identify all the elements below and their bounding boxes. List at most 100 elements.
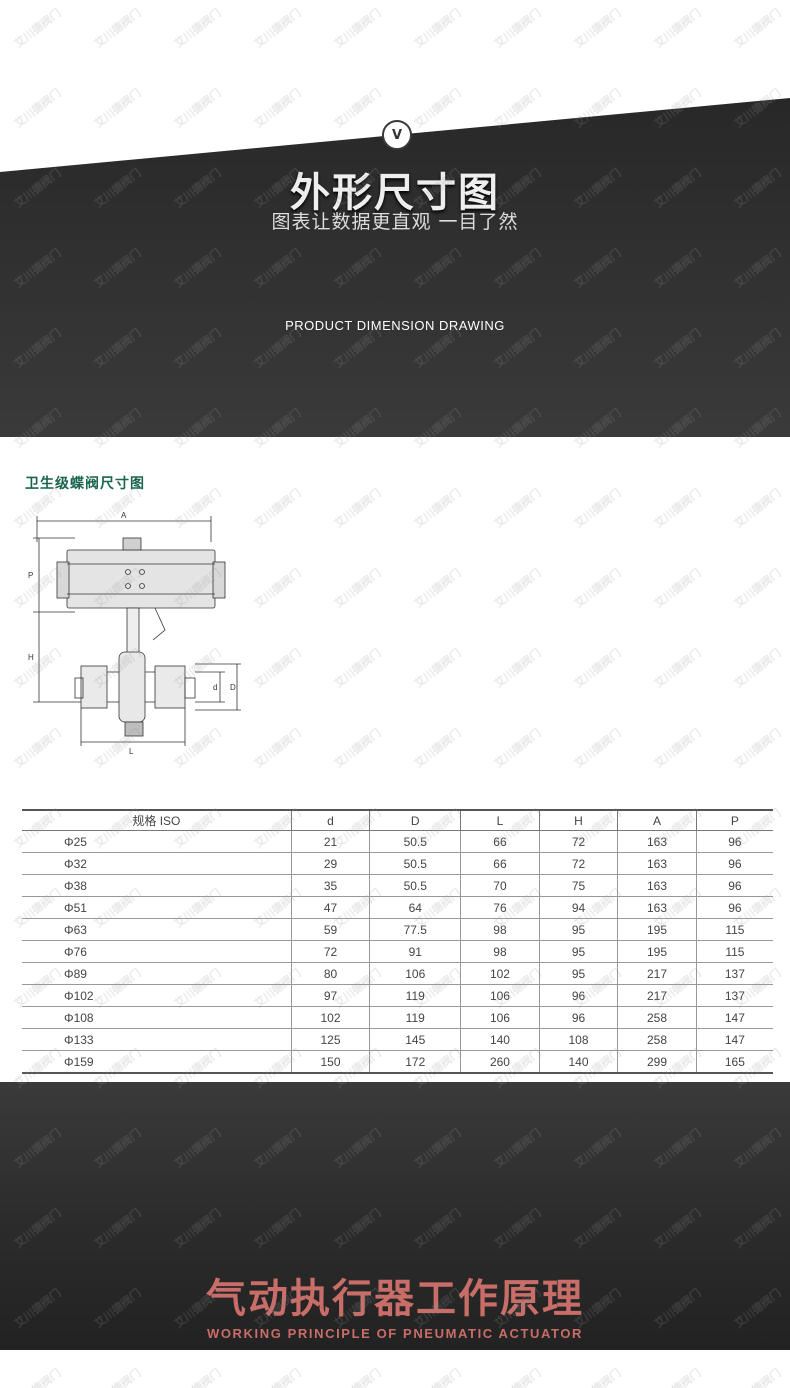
table-cell: 147: [695, 1028, 773, 1051]
actuator-principle-banner: 气动执行器工作原理 WORKING PRINCIPLE OF PNEUMATIC…: [0, 1082, 790, 1350]
table-cell: 108: [538, 1028, 618, 1051]
table-cell: 96: [695, 830, 773, 853]
table-cell: 119: [369, 984, 461, 1007]
table-cell: 95: [538, 940, 618, 963]
table-cell: 72: [538, 852, 618, 875]
table-cell: 102: [460, 962, 540, 985]
table-cell: Φ32: [22, 852, 292, 875]
table-cell: 115: [695, 918, 773, 941]
actuator-principle-title: 气动执行器工作原理: [206, 1276, 584, 1322]
table-cell: 96: [538, 1006, 618, 1029]
table-cell: Φ76: [22, 940, 292, 963]
header-D: D: [369, 809, 461, 831]
header-A: A: [617, 809, 697, 831]
table-cell: 70: [460, 874, 540, 897]
table-cell: 137: [695, 984, 773, 1007]
table-cell: 96: [695, 874, 773, 897]
label-d: d: [213, 683, 217, 692]
table-cell: 137: [695, 962, 773, 985]
table-cell: 94: [538, 896, 618, 919]
table-cell: 21: [290, 830, 370, 853]
actuator-principle-english: WORKING PRINCIPLE OF PNEUMATIC ACTUATOR: [206, 1326, 584, 1341]
table-cell: 195: [617, 918, 697, 941]
table-cell: 140: [460, 1028, 540, 1051]
table-cell: 106: [369, 962, 461, 985]
table-cell: 102: [290, 1006, 370, 1029]
table-cell: 95: [538, 962, 618, 985]
table-cell: 97: [290, 984, 370, 1007]
label-P: P: [28, 571, 33, 580]
table-cell: 76: [460, 896, 540, 919]
table-cell: 50.5: [369, 852, 461, 875]
table-cell: 72: [290, 940, 370, 963]
header-P: P: [695, 809, 773, 831]
hero-english-title: PRODUCT DIMENSION DRAWING: [285, 318, 505, 333]
table-cell: Φ133: [22, 1028, 292, 1051]
label-H: H: [28, 653, 34, 662]
table-cell: 195: [617, 940, 697, 963]
footer-strip: [0, 1350, 790, 1388]
table-cell: 64: [369, 896, 461, 919]
table-cell: 150: [290, 1050, 370, 1074]
table-cell: 106: [460, 984, 540, 1007]
table-cell: 260: [460, 1050, 540, 1074]
table-cell: 80: [290, 962, 370, 985]
table-cell: 258: [617, 1006, 697, 1029]
table-cell: 91: [369, 940, 461, 963]
table-cell: 59: [290, 918, 370, 941]
table-cell: Φ159: [22, 1050, 292, 1074]
hero-subtitle: 图表让数据更直观 一目了然: [271, 211, 519, 233]
table-cell: Φ89: [22, 962, 292, 985]
table-cell: 147: [695, 1006, 773, 1029]
table-header-row: 规格 ISO d D L H A P: [22, 809, 773, 831]
hero-title: 外形尺寸图: [290, 170, 500, 216]
label-L: L: [129, 747, 134, 756]
table-cell: Φ38: [22, 874, 292, 897]
table-cell: 47: [290, 896, 370, 919]
table-cell: 50.5: [369, 830, 461, 853]
table-cell: 72: [538, 830, 618, 853]
table-cell: Φ25: [22, 830, 292, 853]
table-cell: 172: [369, 1050, 461, 1074]
table-cell: 106: [460, 1006, 540, 1029]
table-cell: 98: [460, 940, 540, 963]
table-cell: 75: [538, 874, 618, 897]
table-cell: Φ102: [22, 984, 292, 1007]
hero-banner: V 外形尺寸图 图表让数据更直观 一目了然 PRODUCT DIMENSION …: [0, 0, 790, 437]
table-cell: 163: [617, 830, 697, 853]
table-cell: 95: [538, 918, 618, 941]
table-cell: 66: [460, 830, 540, 853]
table-cell: 163: [617, 852, 697, 875]
table-cell: 119: [369, 1006, 461, 1029]
table-cell: 50.5: [369, 874, 461, 897]
table-cell: 115: [695, 940, 773, 963]
table-cell: 96: [695, 896, 773, 919]
table-cell: 96: [538, 984, 618, 1007]
table-cell: Φ51: [22, 896, 292, 919]
label-D: D: [230, 683, 236, 692]
table-cell: 66: [460, 852, 540, 875]
table-cell: 96: [695, 852, 773, 875]
table-cell: 145: [369, 1028, 461, 1051]
table-cell: 165: [695, 1050, 773, 1074]
chevron-down-badge-icon: V: [382, 120, 412, 150]
label-A: A: [121, 511, 127, 520]
table-cell: 125: [290, 1028, 370, 1051]
section-heading: 卫生级蝶阀尺寸图: [25, 476, 145, 492]
table-cell: Φ108: [22, 1006, 292, 1029]
header-H: H: [538, 809, 618, 831]
badge-letter: V: [391, 127, 403, 143]
